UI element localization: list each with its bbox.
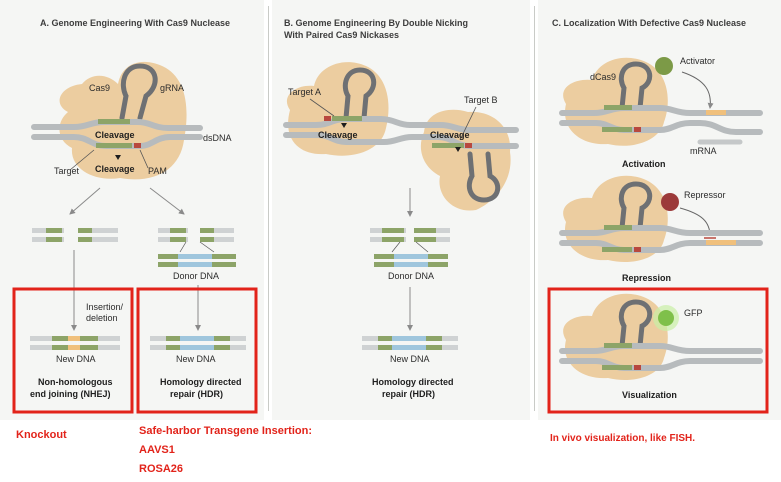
annotation-visualization: In vivo visualization, like FISH. (550, 433, 695, 444)
nhej-repaired-dna (30, 336, 120, 350)
activator-protein (655, 57, 673, 75)
label-gfp: GFP (684, 308, 703, 318)
dsdna-b (283, 116, 519, 149)
label-insertion-1: Insertion/ (86, 302, 124, 312)
label-target: Target (54, 166, 80, 176)
label-dsdna: dsDNA (203, 133, 232, 143)
panel-divider-bc (534, 6, 535, 411)
annotation-safe-harbor-1: Safe-harbor Transgene Insertion: (139, 425, 312, 437)
grna-loop-repression (618, 181, 653, 231)
annotation-safe-harbor-3: ROSA26 (139, 463, 183, 475)
grna-loop-visualization (618, 299, 653, 349)
panel-b-title-1: B. Genome Engineering By Double Nicking (284, 18, 468, 28)
grna-loop (119, 63, 158, 121)
broken-dna-b (370, 228, 450, 267)
label-cleavage-bottom: Cleavage (95, 164, 135, 174)
label-grna: gRNA (160, 83, 184, 93)
hdr-title-a-2: repair (HDR) (170, 389, 223, 399)
label-activation: Activation (622, 159, 666, 169)
label-repressor: Repressor (684, 190, 726, 200)
nhej-title-1: Non-homologous (38, 377, 112, 387)
label-cas9: Cas9 (89, 83, 110, 93)
grna-loop-b-bottom (466, 151, 501, 203)
label-repression: Repression (622, 273, 671, 283)
annotation-safe-harbor-2: AAVS1 (139, 444, 175, 456)
dna-repression (559, 225, 763, 253)
highlight-box-hdr (136, 287, 258, 414)
dna-activation (559, 105, 763, 135)
panel-b-title-2: With Paired Cas9 Nickases (284, 30, 399, 40)
highlight-box-visualization (547, 287, 769, 414)
nhej-title-2: end joining (NHEJ) (30, 389, 111, 399)
arrow-to-hdr (149, 187, 185, 215)
grna-loop-b-top (342, 67, 377, 121)
label-donor-dna-a: Donor DNA (173, 271, 219, 281)
label-new-dna-hdr-a: New DNA (176, 354, 216, 364)
label-cleavage-b1: Cleavage (318, 130, 358, 140)
highlight-box-nhej (12, 287, 134, 414)
repressor-protein (661, 193, 679, 211)
panel-c-title: C. Localization With Defective Cas9 Nucl… (552, 18, 746, 28)
annotation-knockout: Knockout (16, 429, 67, 441)
label-activator: Activator (680, 56, 715, 66)
label-mrna: mRNA (690, 146, 717, 156)
hdr-title-b-1: Homology directed (372, 377, 454, 387)
label-target-a: Target A (288, 87, 321, 97)
broken-dna-hdr (158, 228, 236, 267)
label-cleavage-top: Cleavage (95, 130, 135, 140)
panel-divider-ab (268, 6, 269, 411)
label-visualization: Visualization (622, 390, 677, 400)
label-insertion-2: deletion (86, 313, 118, 323)
label-target-b: Target B (464, 95, 498, 105)
label-cleavage-b2: Cleavage (430, 130, 470, 140)
hdr-title-a-1: Homology directed (160, 377, 242, 387)
dsdna-a (31, 119, 203, 149)
hdr-repaired-dna-b (362, 336, 458, 350)
label-donor-dna-b: Donor DNA (388, 271, 434, 281)
label-dcas9: dCas9 (590, 72, 616, 82)
grna-loop-activation (618, 61, 653, 111)
gfp-protein (658, 310, 674, 326)
hdr-repaired-dna-a (150, 336, 246, 350)
hdr-title-b-2: repair (HDR) (382, 389, 435, 399)
dna-visualization (559, 343, 763, 371)
broken-dna-nhej (32, 228, 118, 242)
label-pam: PAM (148, 166, 167, 176)
label-new-dna-b: New DNA (390, 354, 430, 364)
label-new-dna-nhej: New DNA (56, 354, 96, 364)
panel-a-title: A. Genome Engineering With Cas9 Nuclease (40, 18, 230, 28)
arrow-to-nhej (69, 187, 101, 215)
